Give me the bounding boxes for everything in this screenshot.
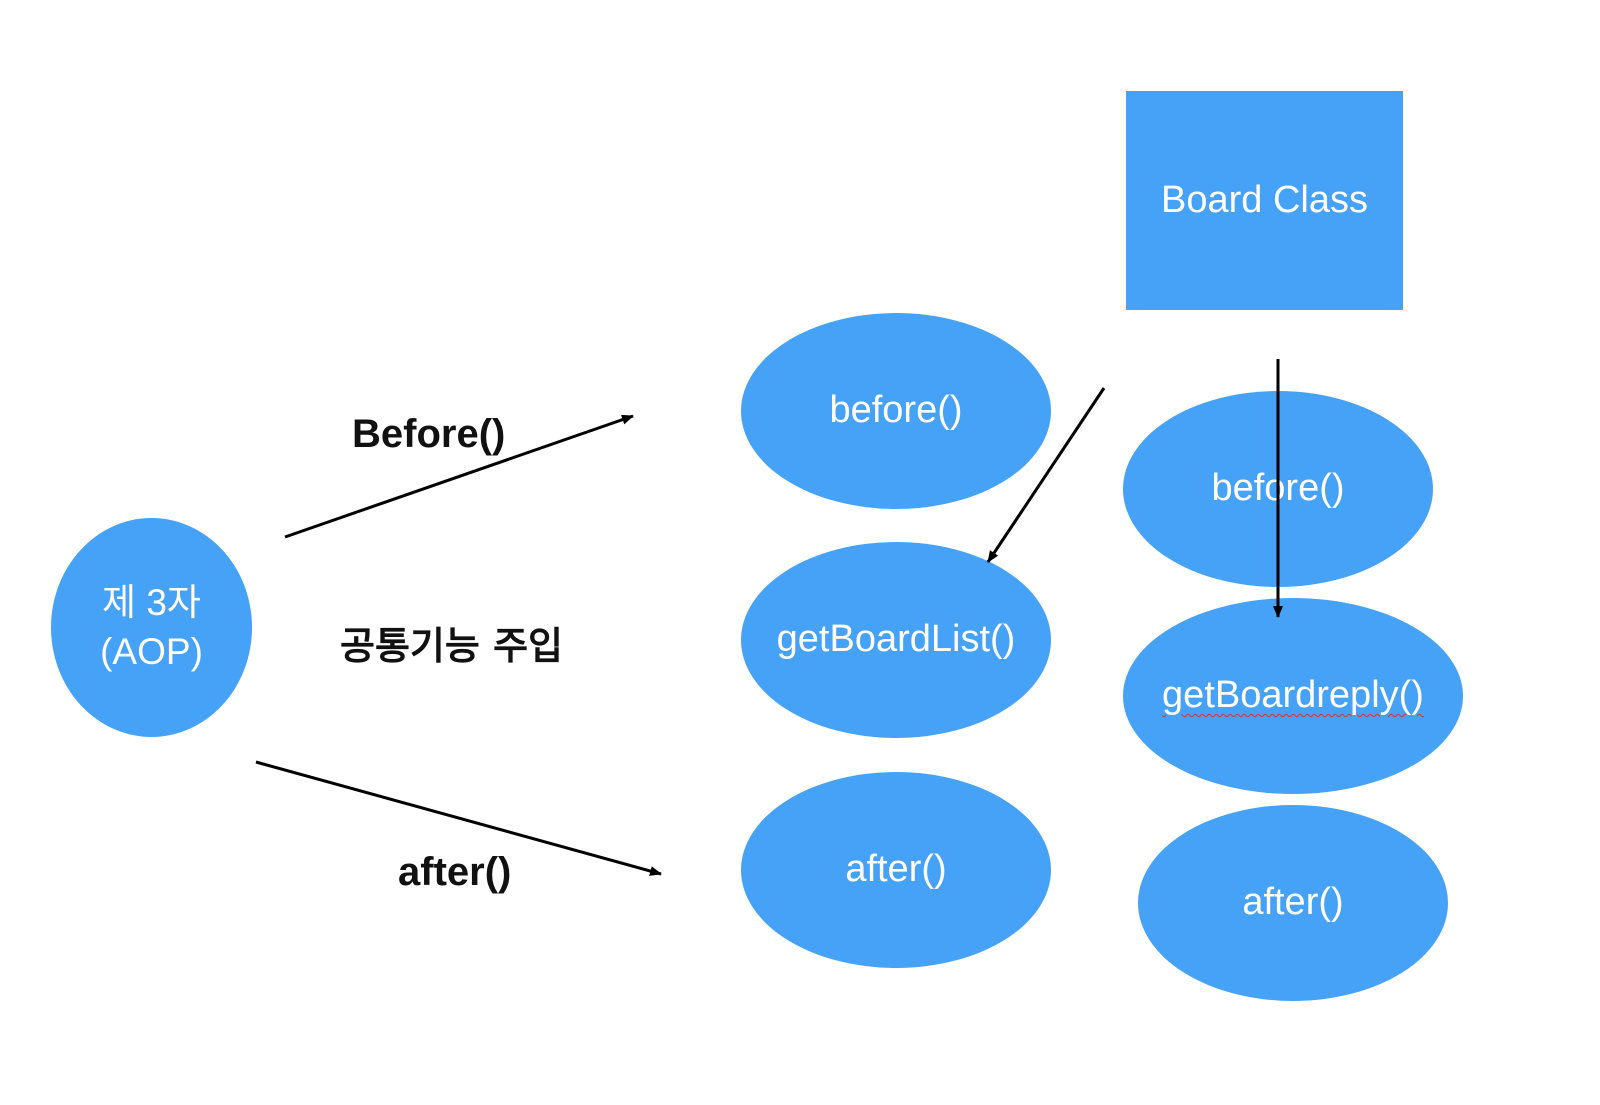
before-arrow <box>284 414 634 539</box>
board-to-getboardlist-arrow <box>986 387 1106 563</box>
board-class-title: Board Class <box>1161 178 1368 221</box>
left-before-label: before() <box>829 389 963 432</box>
after-arrow-label: after() <box>398 850 512 894</box>
aop-node: 제 3자 (AOP) <box>51 518 252 737</box>
aop-node-label-line2: (AOP) <box>100 630 203 672</box>
left-after-node: after() <box>741 772 1051 968</box>
left-method-node: getBoardList() <box>741 542 1051 738</box>
left-method-label: getBoardList() <box>776 618 1016 661</box>
left-after-label: after() <box>845 848 947 891</box>
before-arrow-label: Before() <box>352 412 506 456</box>
aop-node-label-line1: 제 3자 <box>102 582 201 624</box>
right-method-label: getBoardreply() <box>1162 674 1424 717</box>
injection-label: 공통기능 주입 <box>340 624 563 668</box>
right-after-node: after() <box>1138 805 1448 1001</box>
board-class-box: Board Class <box>1126 91 1403 310</box>
right-method-node: getBoardreply() <box>1123 598 1463 794</box>
right-after-label: after() <box>1242 881 1344 924</box>
after-arrow <box>255 760 662 876</box>
left-before-node: before() <box>741 313 1051 509</box>
